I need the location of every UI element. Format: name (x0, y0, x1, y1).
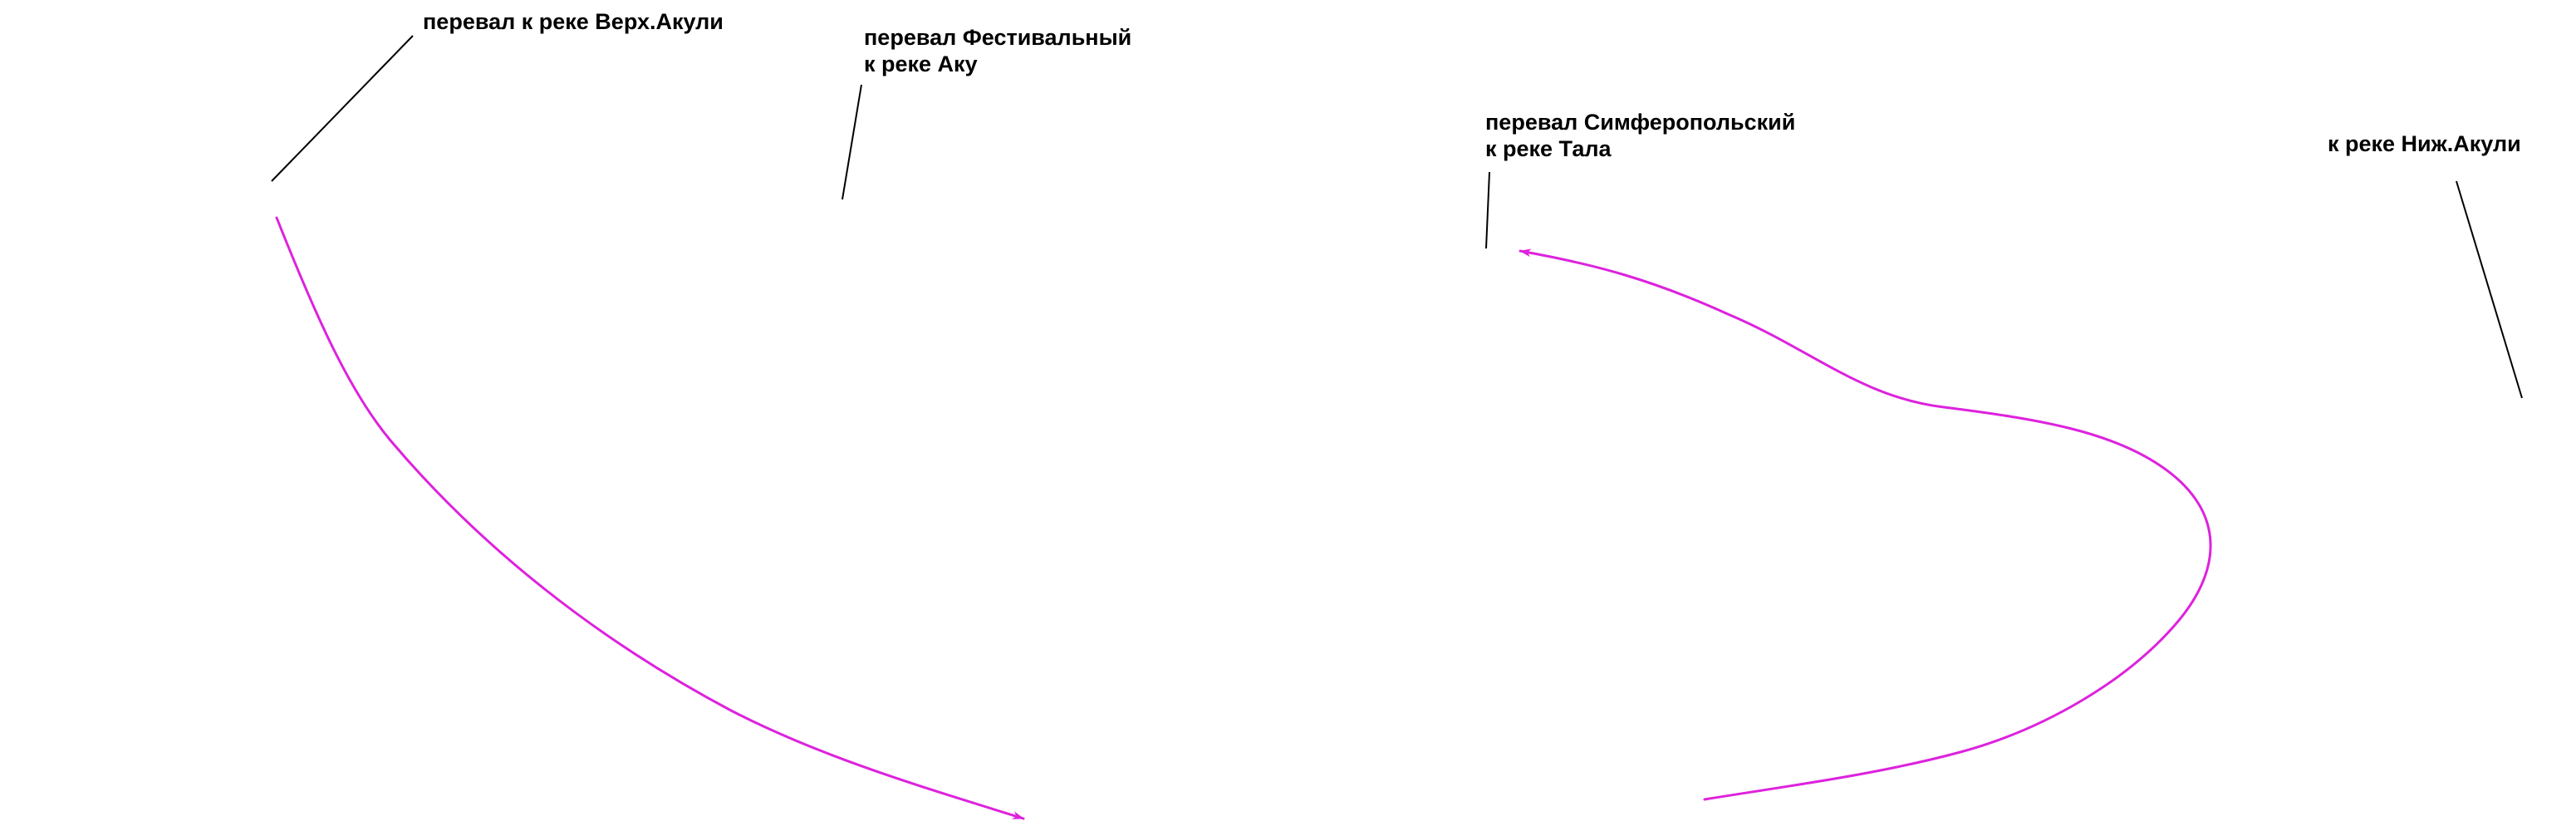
label-line: к реке Ниж.Акули (2328, 131, 2521, 156)
label-pass-festivalny: перевал Фестивальный к реке Аку (864, 24, 1131, 77)
route-segment-left (275, 216, 1025, 820)
leader-line-simferopolsky (1485, 171, 1490, 249)
label-line: перевал к реке Верх.Акули (423, 9, 724, 34)
label-line: к реке Тала (1485, 136, 1612, 161)
label-nizh-akuli: к реке Ниж.Акули (2328, 130, 2521, 157)
label-line: к реке Аку (864, 52, 978, 76)
route-segment-right (1519, 248, 2212, 801)
leader-line-verkh-akuli (271, 35, 414, 182)
label-pass-verkh-akuli: перевал к реке Верх.Акули (423, 8, 724, 35)
leader-line-nizh-akuli (2456, 180, 2523, 399)
label-line: перевал Фестивальный (864, 25, 1132, 50)
label-pass-simferopolsky: перевал Симферопольский к реке Тала (1485, 109, 1795, 162)
label-line: перевал Симферопольский (1485, 110, 1796, 135)
leader-line-festivalny (841, 84, 862, 200)
